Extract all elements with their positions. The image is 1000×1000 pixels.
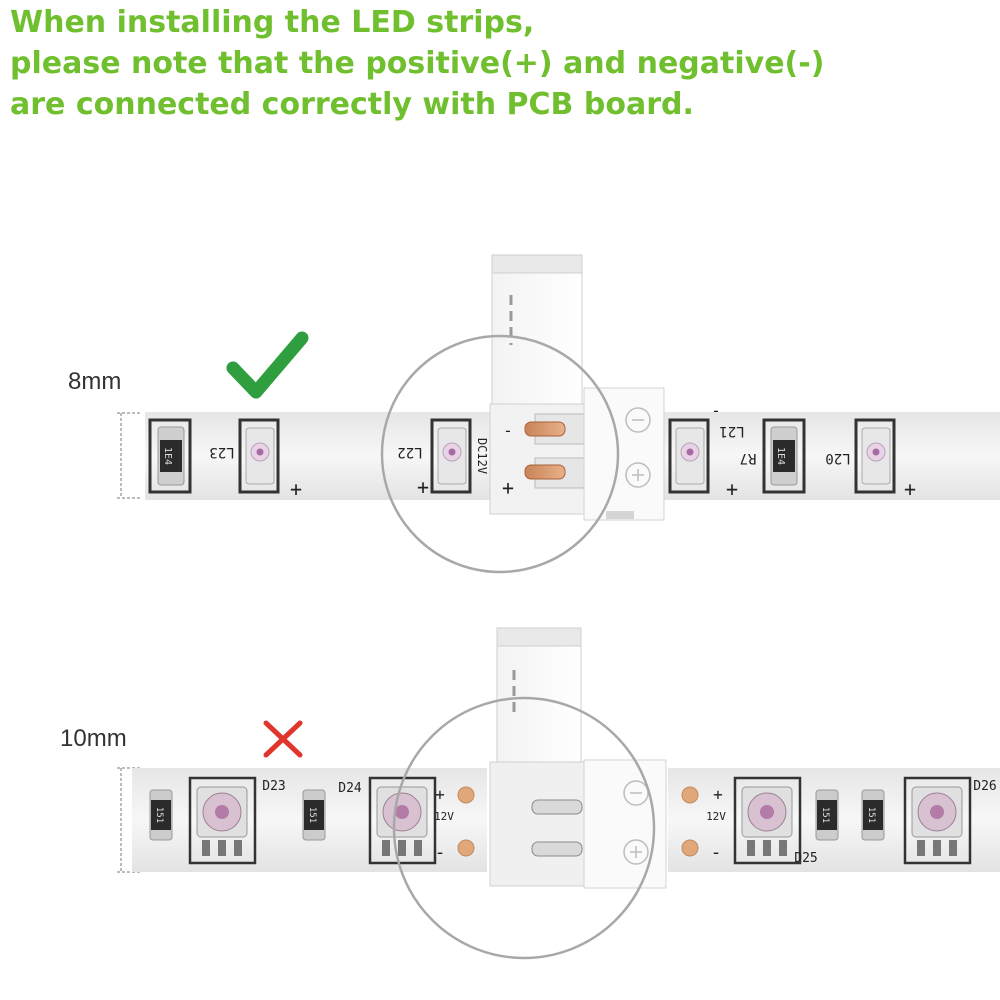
plus-mark: +: [435, 785, 445, 804]
label-l21: L21: [719, 423, 744, 439]
resistor-component: 151: [302, 789, 326, 841]
led-d24: D24 + 12V -: [338, 776, 454, 865]
label-d25: D25: [794, 851, 817, 866]
heading-line-1: When installing the LED strips,: [10, 5, 535, 40]
bottom-example: 151 D23 151 D24 +: [117, 627, 1000, 960]
led-d25: D25: [733, 776, 818, 866]
label-12v: 12V: [706, 810, 726, 823]
check-icon: [226, 331, 309, 399]
label-l23: L23: [209, 444, 234, 460]
heading-line-2: please note that the positive(+) and neg…: [10, 46, 825, 81]
resistor-r7: 1E4 R7: [740, 418, 806, 494]
magnifier-circle: [392, 696, 656, 960]
resistor-marking: 1E4: [775, 447, 786, 465]
resistor-marking: 1E4: [162, 447, 173, 465]
led-l21: L21 + -: [668, 401, 745, 501]
led-l20: L20 +: [825, 418, 916, 501]
width-label-10mm: 10mm: [60, 725, 127, 752]
label-d23: D23: [262, 779, 285, 794]
plus-mark: +: [290, 477, 302, 501]
width-label-8mm: 8mm: [68, 368, 122, 395]
instruction-heading: When installing the LED strips, please n…: [10, 2, 990, 125]
strip-connector-top: - +: [489, 254, 665, 521]
plus-mark: +: [502, 477, 514, 501]
led-l22: L22 + DC12V: [397, 418, 489, 499]
resistor-component: 151: [861, 789, 885, 841]
resistor-component: 151: [815, 789, 839, 841]
cross-icon: [263, 720, 303, 758]
plus-mark: +: [726, 477, 738, 501]
strip-connector-bottom: [489, 627, 667, 889]
led-d23: D23: [188, 776, 286, 865]
label-dc12v: DC12V: [475, 438, 489, 474]
top-example: 1E4 L23 + L22 + DC12V: [117, 254, 1000, 574]
label-d24: D24: [338, 781, 362, 796]
minus-mark: -: [435, 842, 446, 863]
magnifier-circle: [380, 334, 620, 574]
copper-pad-negative: [681, 839, 699, 857]
plus-mark: +: [713, 785, 723, 804]
plus-mark: +: [904, 477, 916, 501]
copper-pad-positive: [457, 786, 475, 804]
led-strip-right: [662, 412, 1000, 500]
plus-mark: +: [417, 475, 429, 499]
resistor-component: 1E4: [148, 418, 192, 494]
led-d26: D26: [903, 776, 997, 865]
led-l23: L23 +: [209, 418, 302, 501]
minus-mark: -: [711, 401, 721, 420]
label-l22: L22: [397, 444, 422, 460]
minus-mark: -: [711, 842, 722, 863]
copper-pad-positive: [681, 786, 699, 804]
label-12v: 12V: [434, 810, 454, 823]
resistor-marking: 151: [866, 807, 876, 823]
heading-line-3: are connected correctly with PCB board.: [10, 87, 694, 122]
label-r7: R7: [740, 450, 757, 466]
resistor-marking: 151: [154, 807, 164, 823]
resistor-marking: 151: [820, 807, 830, 823]
label-d26: D26: [973, 779, 996, 794]
resistor-marking: 151: [307, 807, 317, 823]
label-l20: L20: [825, 450, 850, 466]
minus-mark: -: [503, 421, 513, 440]
copper-pad-negative: [457, 839, 475, 857]
resistor-component: 151: [149, 789, 173, 841]
